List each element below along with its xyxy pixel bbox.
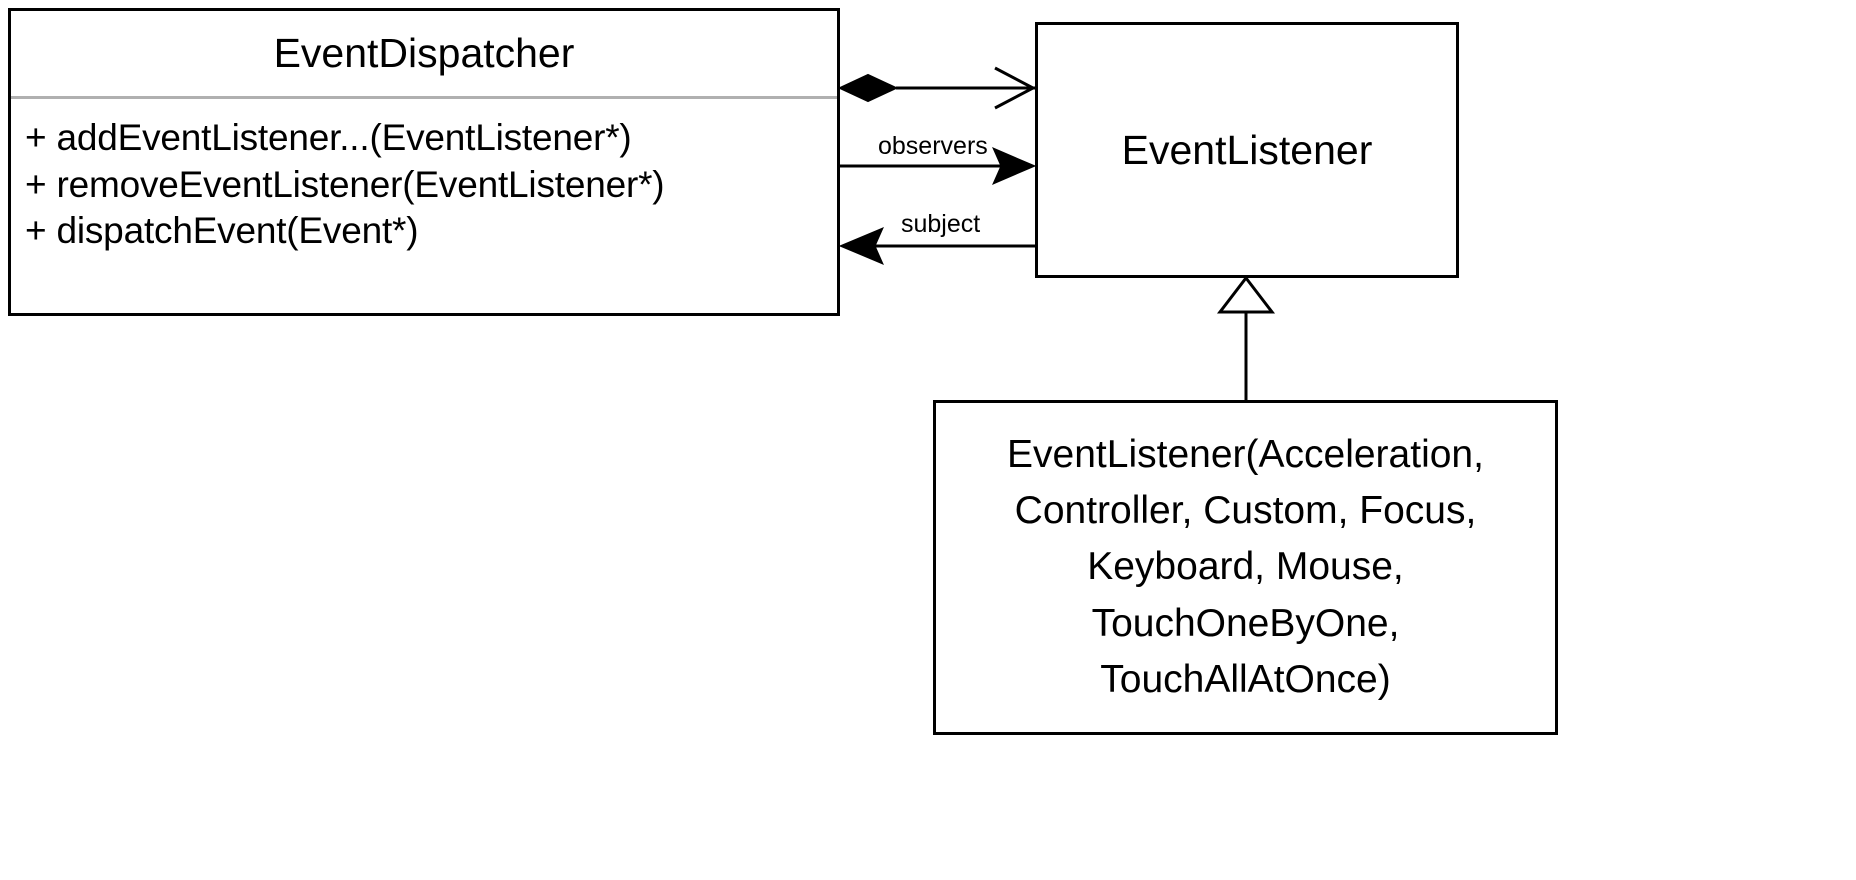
member-remove-event-listener: + removeEventListener(EventListener*)	[25, 163, 665, 205]
composition-edge	[837, 66, 1037, 110]
subclass-line-4: TouchOneByOne,	[1091, 601, 1400, 645]
generalization-edge	[1216, 275, 1276, 400]
hollow-triangle-marker	[1216, 275, 1276, 314]
filled-arrow-marker-left	[838, 227, 884, 265]
class-box-event-listener[interactable]: EventListener	[1035, 22, 1459, 278]
members-compartment: + addEventListener...(EventListener*) + …	[11, 99, 837, 313]
class-box-event-listener-subclasses[interactable]: EventListener(Acceleration, Controller, …	[933, 400, 1558, 735]
class-name-event-listener: EventListener	[1121, 126, 1373, 173]
filled-diamond-marker	[837, 73, 899, 103]
subclass-line-2: Controller, Custom, Focus,	[1014, 489, 1477, 533]
edge-label-subject: subject	[897, 212, 985, 237]
observers-edge	[840, 147, 1037, 185]
subclass-line-1: EventListener(Acceleration,	[1007, 433, 1484, 477]
class-box-event-dispatcher[interactable]: EventDispatcher + addEventListener...(Ev…	[8, 8, 840, 316]
open-arrow-marker	[994, 66, 1037, 110]
filled-arrow-marker-right	[992, 147, 1037, 185]
subclass-line-5: TouchAllAtOnce)	[1100, 657, 1391, 701]
edge-label-observers: observers	[874, 134, 992, 159]
subclass-line-3: Keyboard, Mouse,	[1087, 545, 1404, 589]
class-name-event-dispatcher: EventDispatcher	[11, 11, 837, 99]
subject-edge	[838, 227, 1035, 265]
member-dispatch-event: + dispatchEvent(Event*)	[25, 210, 419, 252]
member-add-event-listener: + addEventListener...(EventListener*)	[25, 117, 632, 158]
